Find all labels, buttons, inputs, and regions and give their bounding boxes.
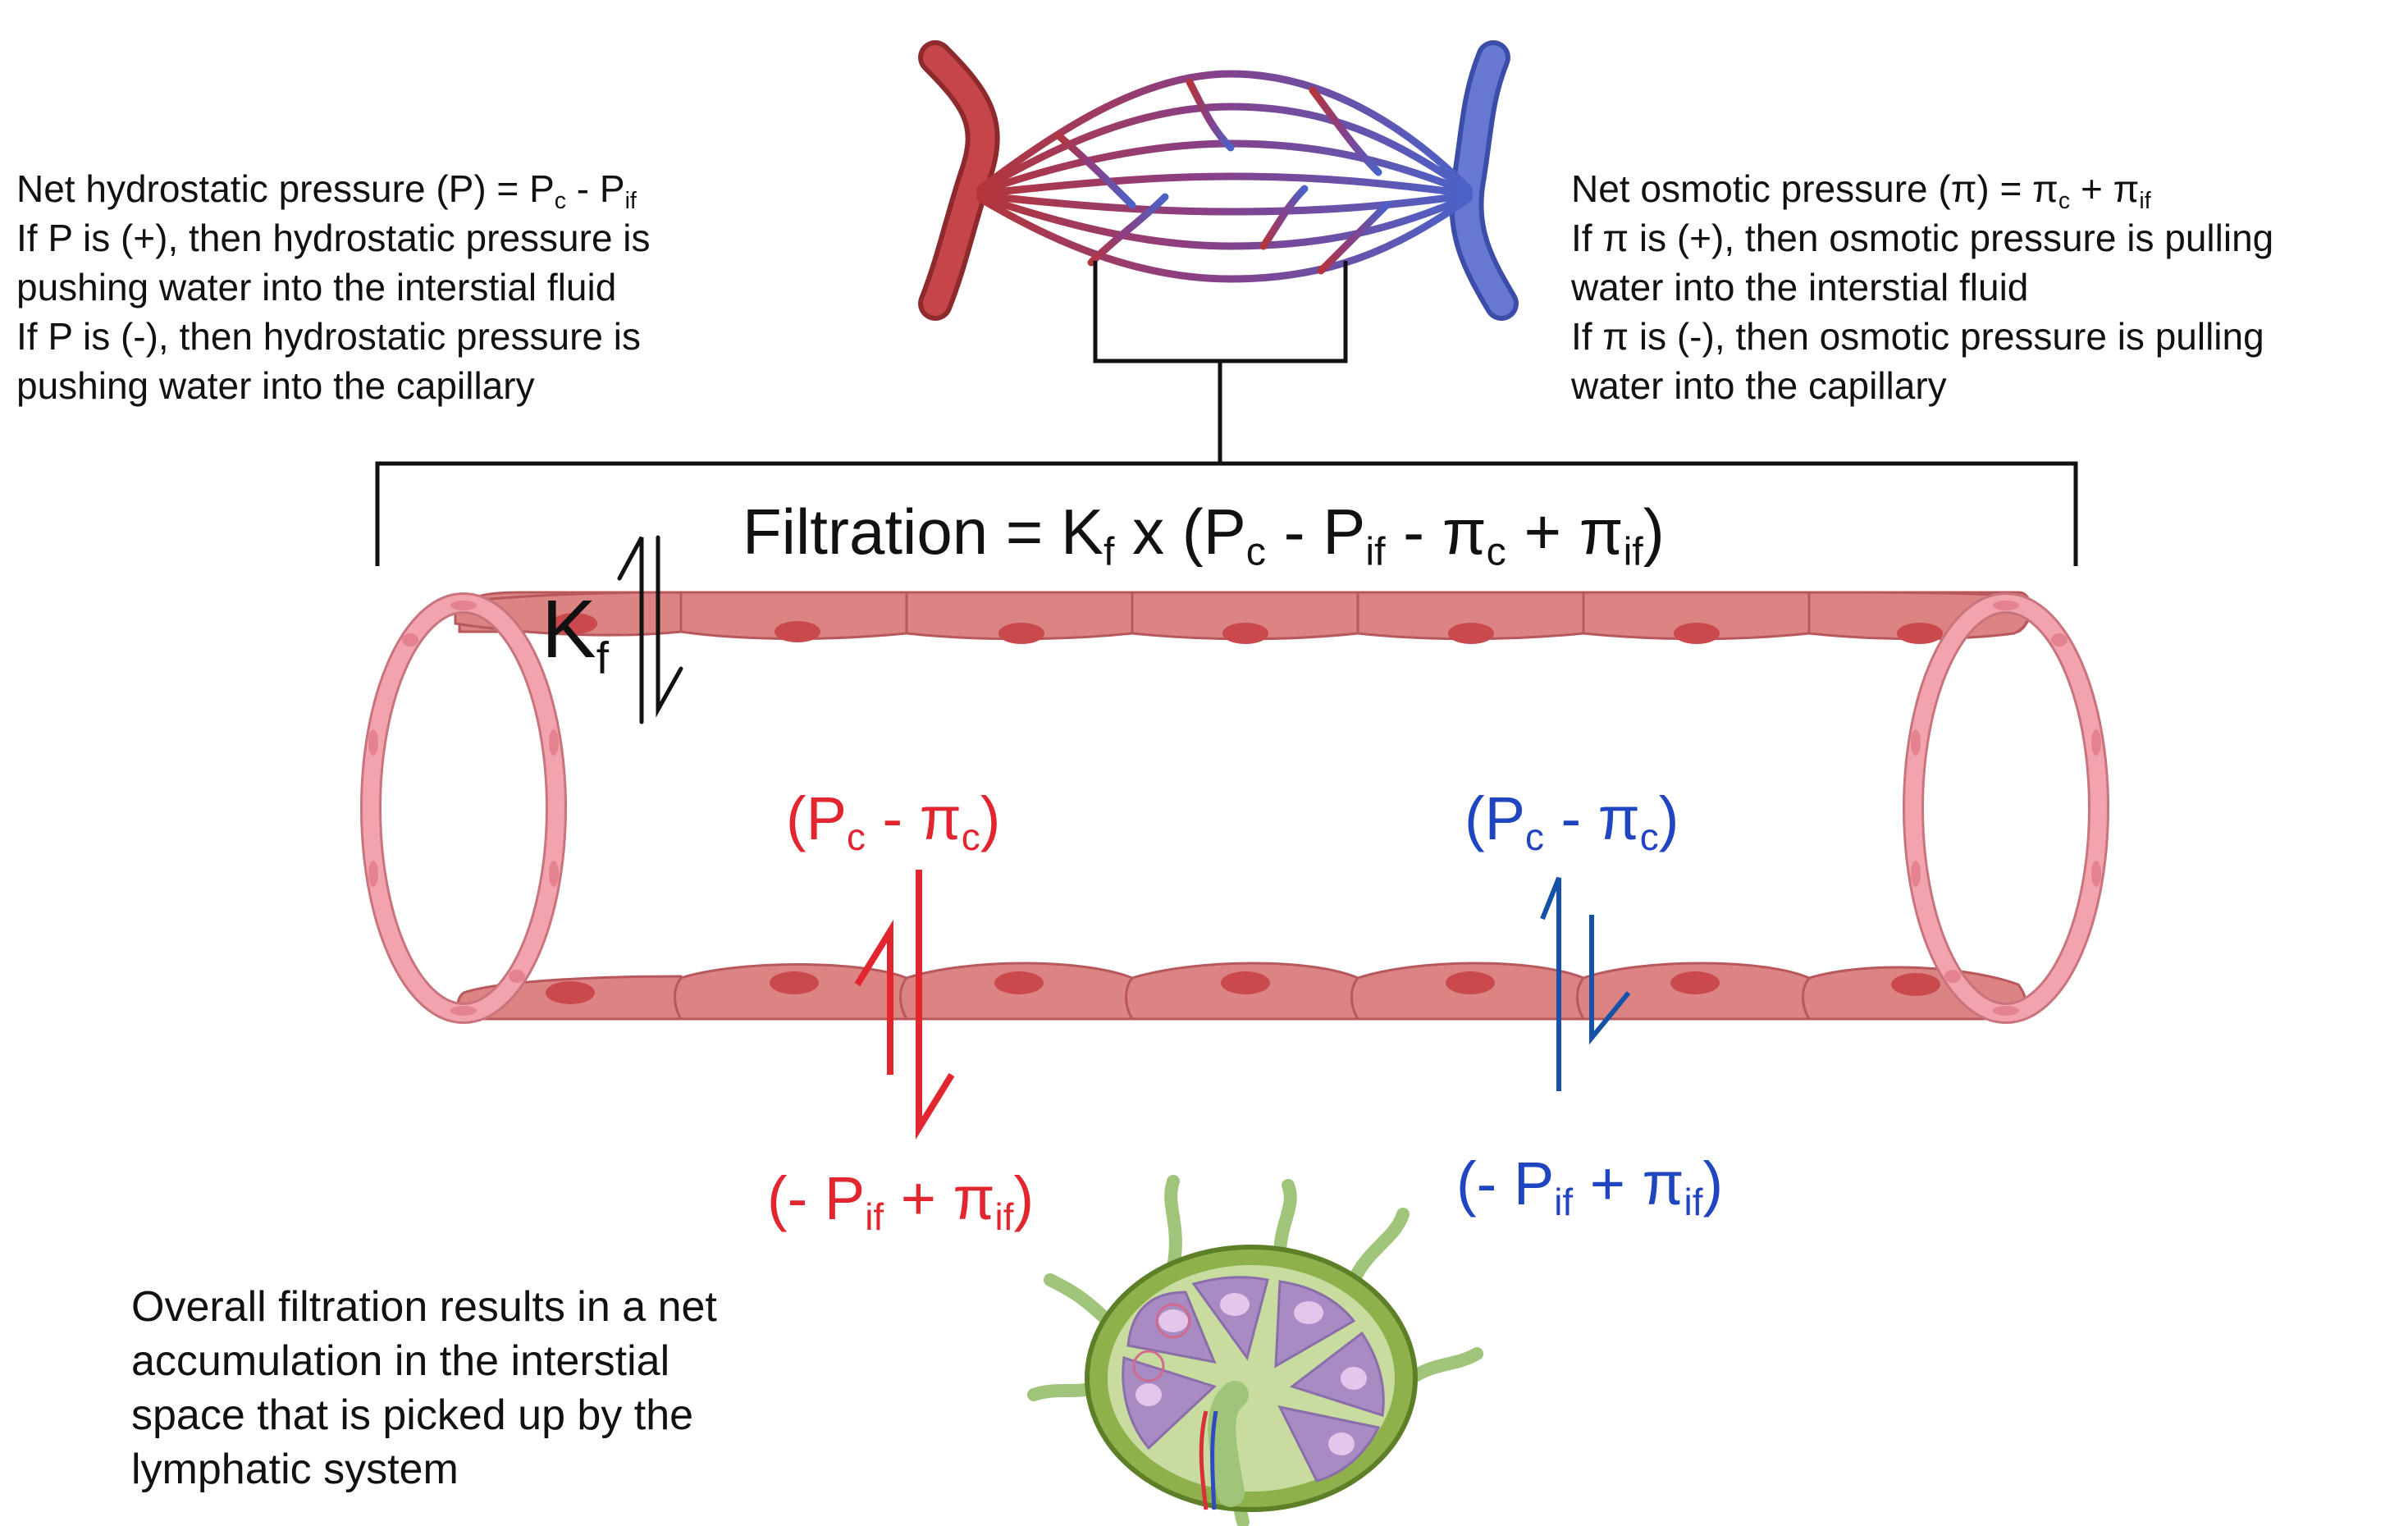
osmotic-line-4: If π is (-), then osmotic pressure is pu… (1571, 315, 2264, 358)
hydrostatic-line-2: If P is (+), then hydrostatic pressure i… (16, 217, 651, 259)
summary-line-4: lymphatic system (131, 1446, 459, 1493)
hydrostatic-line-1: Net hydrostatic pressure (P) = Pc - Pif (16, 167, 637, 214)
capillary-left-ring (360, 592, 567, 1024)
osmotic-line-3: water into the interstial fluid (1571, 266, 2029, 308)
lymphatic-summary-text: Overall filtration results in a net accu… (131, 1280, 717, 1496)
lymph-node-illustration (1027, 1175, 1483, 1526)
capillary-right-ring (1903, 592, 2109, 1024)
venous-equilibrium-arrow (1540, 876, 1631, 1091)
osmotic-line-1: Net osmotic pressure (π) = πc + πif (1571, 167, 2151, 214)
venous-interstitial-term: (- Pif + πif) (1456, 1149, 1724, 1223)
capillary-network (976, 70, 1473, 283)
hydrostatic-line-5: pushing water into the capillary (16, 364, 535, 407)
filtration-formula: Filtration = Kf x (Pc - Pif - πc + πif) (743, 496, 1665, 574)
arterial-capillary-term: (Pc - πc) (786, 784, 1001, 858)
arterial-equilibrium-arrow (854, 870, 955, 1140)
summary-line-1: Overall filtration results in a net (131, 1283, 717, 1331)
venous-capillary-term: (Pc - πc) (1464, 784, 1679, 858)
osmotic-line-5: water into the capillary (1571, 364, 1947, 407)
capillary-top-wall (454, 591, 2032, 644)
osmotic-line-2: If π is (+), then osmotic pressure is pu… (1571, 217, 2274, 259)
capillary-bed-illustration (918, 40, 1519, 464)
hydrostatic-line-3: pushing water into the interstial fluid (16, 266, 617, 308)
arterial-interstitial-term: (- Pif + πif) (767, 1164, 1035, 1238)
osmotic-pressure-text: Net osmotic pressure (π) = πc + πif If π… (1571, 164, 2273, 410)
kf-equilibrium-arrow (617, 535, 683, 724)
kf-label: Kf (541, 583, 609, 683)
summary-line-2: accumulation in the interstial (131, 1337, 670, 1385)
hydrostatic-pressure-text: Net hydrostatic pressure (P) = Pc - Pif … (16, 164, 651, 410)
capillary-tube (360, 591, 2109, 1024)
formula-bracket (375, 461, 2078, 566)
hydrostatic-line-4: If P is (-), then hydrostatic pressure i… (16, 315, 641, 358)
capillary-bottom-wall (456, 962, 2027, 1021)
summary-line-3: space that is picked up by the (131, 1391, 694, 1439)
